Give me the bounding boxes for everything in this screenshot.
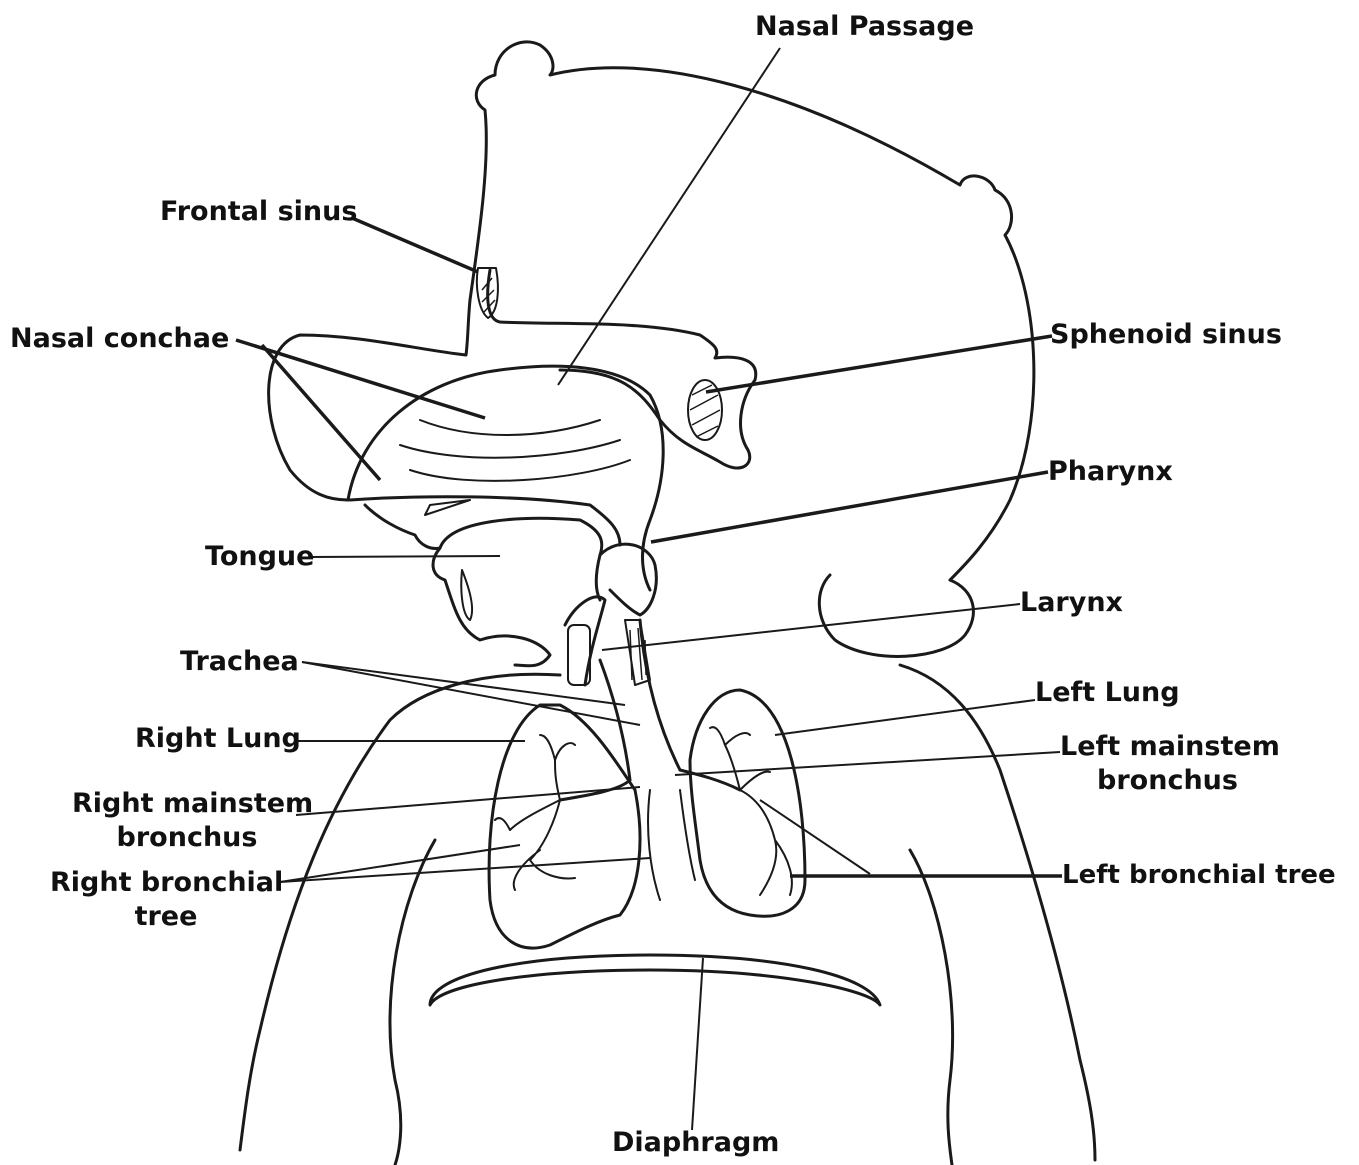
leader-frontal-sinus xyxy=(352,218,478,272)
label-pharynx: Pharynx xyxy=(1048,455,1173,489)
mediastinum xyxy=(648,790,695,900)
concha-upper xyxy=(420,420,600,435)
label-tongue: Tongue xyxy=(205,540,314,574)
label-right-bronchial-line1: Right bronchial xyxy=(50,866,282,900)
upper-cavity xyxy=(488,270,756,468)
teeth-lower xyxy=(461,570,472,620)
left-bronchial-branches xyxy=(710,727,792,895)
label-right-bronchial-line2: tree xyxy=(50,900,282,934)
pharynx-outline xyxy=(600,544,656,615)
label-left-lung: Left Lung xyxy=(1035,676,1180,710)
diaphragm-shape xyxy=(430,955,880,1005)
label-frontal-sinus: Frontal sinus xyxy=(160,195,357,229)
label-nasal-conchae: Nasal conchae xyxy=(10,322,229,356)
head-outline xyxy=(470,42,1034,580)
label-sphenoid-sinus: Sphenoid sinus xyxy=(1050,318,1282,352)
lower-jaw xyxy=(433,548,550,666)
label-right-bronchial-tree: Right bronchial tree xyxy=(50,866,282,934)
label-right-mainstem-line2: bronchus xyxy=(72,821,302,855)
label-left-bronchial-tree: Left bronchial tree xyxy=(1062,858,1336,892)
leader-diaphragm xyxy=(692,958,703,1130)
label-nasal-passage: Nasal Passage xyxy=(755,10,974,44)
leader-right-mainstem xyxy=(296,787,640,815)
leader-sphenoid-sinus xyxy=(706,336,1052,392)
label-left-mainstem-line1: Left mainstem xyxy=(1060,730,1275,764)
leader-tongue xyxy=(310,556,500,557)
palate-bone xyxy=(425,500,470,515)
concha-middle xyxy=(400,440,620,458)
leader-nasal-passage xyxy=(558,48,780,385)
label-right-lung: Right Lung xyxy=(135,722,301,756)
leader-trachea-1 xyxy=(302,662,625,705)
arm-left-inner xyxy=(390,840,435,1165)
leader-left-bronchial-2 xyxy=(760,800,870,874)
neck-back xyxy=(819,575,973,656)
larynx-outline xyxy=(565,597,605,685)
leader-left-lung xyxy=(775,700,1035,735)
label-left-mainstem-line2: bronchus xyxy=(1060,764,1275,798)
mouth-outline xyxy=(365,505,602,600)
left-lung-shape xyxy=(690,690,805,916)
label-larynx: Larynx xyxy=(1020,586,1123,620)
label-right-mainstem-line1: Right mainstem xyxy=(72,787,302,821)
label-left-mainstem-bronchus: Left mainstem bronchus xyxy=(1060,730,1275,798)
arm-right-inner xyxy=(910,850,953,1165)
label-right-mainstem-bronchus: Right mainstem bronchus xyxy=(72,787,302,855)
leader-pharynx xyxy=(651,472,1048,542)
concha-lower xyxy=(410,460,630,481)
leader-right-bronchial-2 xyxy=(280,858,650,882)
label-diaphragm: Diaphragm xyxy=(612,1126,779,1160)
label-trachea: Trachea xyxy=(180,645,299,679)
